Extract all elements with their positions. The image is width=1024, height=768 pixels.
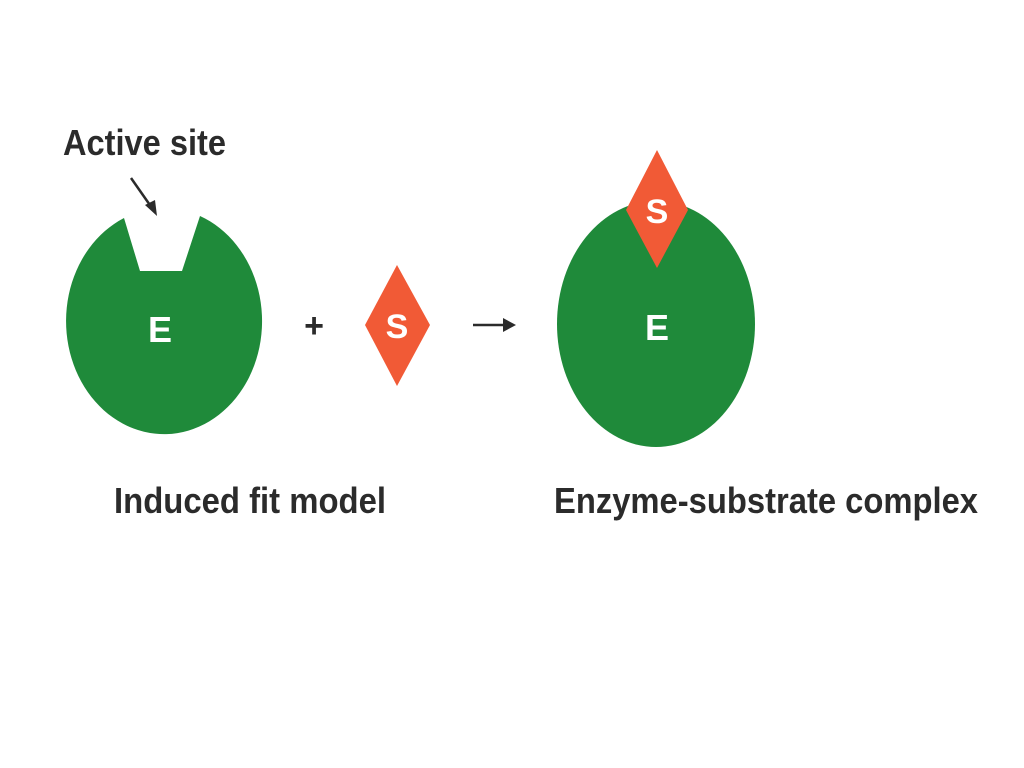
substrate-bound-symbol: S <box>646 193 669 231</box>
enzyme-complex-shape <box>557 201 755 447</box>
active-site-pointer-arrow <box>129 177 157 216</box>
substrate-free-shape <box>365 265 430 386</box>
caption-enzyme-substrate-complex: Enzyme-substrate complex <box>554 480 978 521</box>
enzyme-free-shape <box>66 216 263 435</box>
caption-induced-fit-model: Induced fit model <box>114 480 386 521</box>
plus-sign: + <box>304 307 324 345</box>
reaction-arrow <box>473 318 516 332</box>
enzyme-free-symbol: E <box>148 309 172 350</box>
enzyme-complex-symbol: E <box>645 307 669 348</box>
substrate-free-symbol: S <box>386 308 409 346</box>
active-site-label: Active site <box>63 122 226 163</box>
substrate-bound-shape <box>626 150 688 268</box>
